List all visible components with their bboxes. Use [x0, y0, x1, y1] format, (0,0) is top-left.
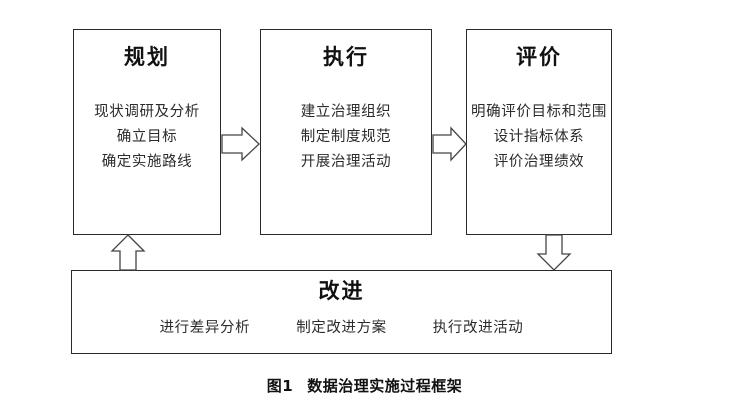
box-item: 进行差异分析: [159, 320, 251, 336]
process-box-evaluate: 评价 明确评价目标和范围 设计指标体系 评价治理绩效: [466, 29, 612, 235]
process-box-execute: 执行 建立治理组织 制定制度规范 开展治理活动: [260, 29, 432, 235]
arrow-down-icon: [536, 234, 572, 272]
box-item: 建立治理组织: [300, 104, 392, 120]
box-items-execute: 建立治理组织 制定制度规范 开展治理活动: [261, 100, 431, 175]
box-item: 开展治理活动: [300, 154, 392, 170]
box-item: 制定改进方案: [296, 320, 387, 336]
box-title-plan: 规划: [124, 45, 170, 69]
box-item: 确定实施路线: [101, 154, 193, 170]
process-box-plan: 规划 现状调研及分析 确立目标 确定实施路线: [73, 29, 221, 235]
process-box-improve: 改进 进行差异分析 制定改进方案 执行改进活动: [71, 270, 612, 354]
box-item: 明确评价目标和范围: [471, 104, 607, 120]
arrow-up-icon: [110, 234, 146, 272]
box-items-plan: 现状调研及分析 确立目标 确定实施路线: [74, 100, 220, 175]
figure-caption-text: 数据治理实施过程框架: [307, 377, 463, 395]
figure-caption-label: 图1: [266, 377, 294, 395]
box-item: 制定制度规范: [300, 129, 392, 145]
arrow-right-icon: [221, 126, 261, 162]
box-item: 确立目标: [116, 129, 178, 145]
box-item: 现状调研及分析: [94, 104, 200, 120]
figure-caption: 图1 数据治理实施过程框架: [0, 375, 729, 396]
arrow-right-icon: [432, 126, 468, 162]
box-title-evaluate: 评价: [516, 45, 562, 69]
box-item: 执行改进活动: [432, 320, 524, 336]
box-items-evaluate: 明确评价目标和范围 设计指标体系 评价治理绩效: [467, 100, 611, 175]
box-title-execute: 执行: [323, 45, 369, 69]
box-items-improve: 进行差异分析 制定改进方案 执行改进活动: [72, 316, 611, 337]
box-title-improve: 改进: [318, 279, 365, 303]
box-item: 评价治理绩效: [493, 154, 585, 170]
box-item: 设计指标体系: [493, 129, 585, 145]
